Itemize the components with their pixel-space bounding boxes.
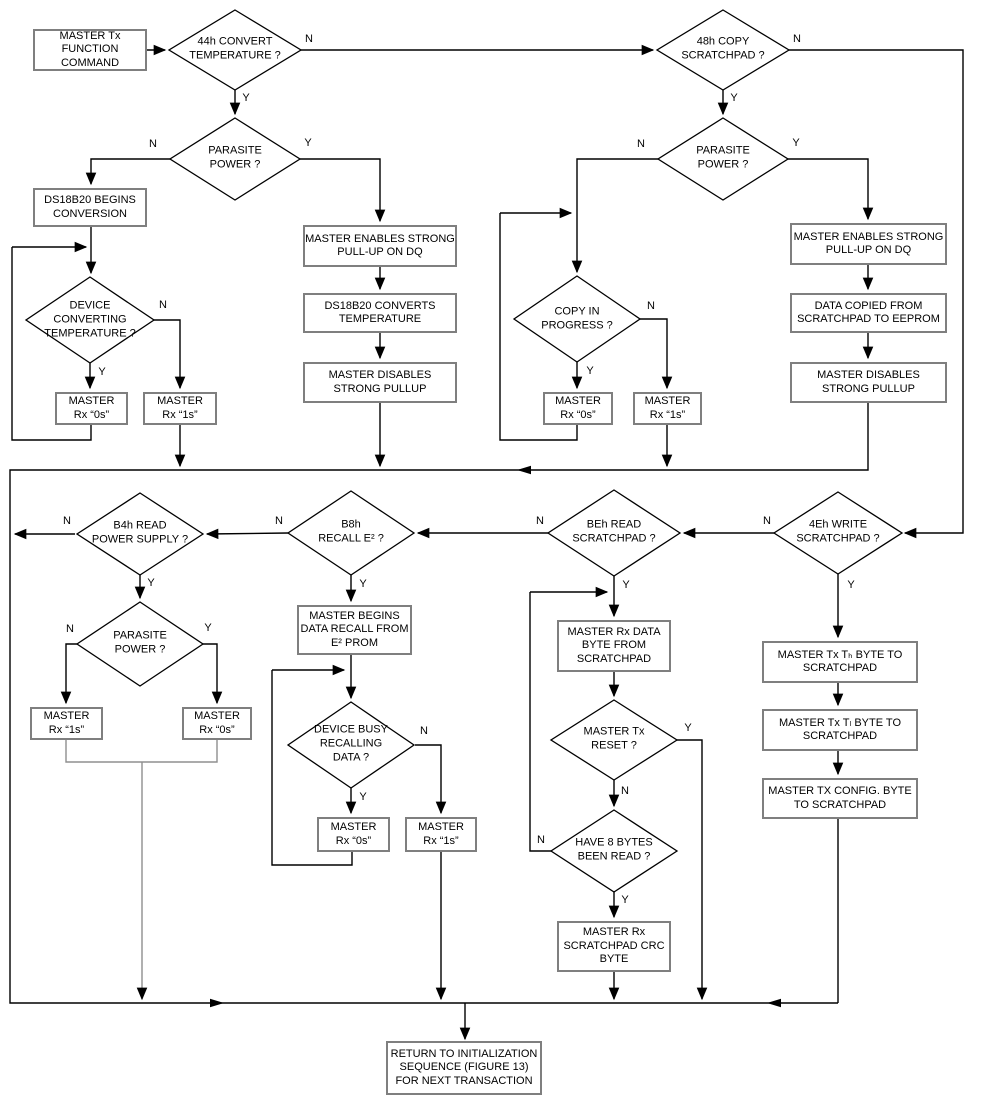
branch-label-yes: Y	[304, 137, 312, 149]
decision-label-read-scratchpad: BEh READ SCRATCHPAD ?	[572, 518, 656, 544]
box-return-to-init: RETURN TO INITIALIZATION SEQUENCE (FIGUR…	[386, 1041, 542, 1095]
branch-label-yes: Y	[204, 622, 212, 634]
diamond-recall-e2	[286, 490, 416, 576]
branch-label-yes: Y	[621, 894, 629, 906]
diamond-read-power-supply	[75, 492, 205, 576]
branch-label-yes: Y	[730, 92, 738, 104]
box-rx1-power: MASTER Rx “1s”	[30, 707, 103, 740]
decision-label-parasite-convert: PARASITE POWER ?	[208, 144, 262, 170]
branch-label-no: N	[305, 33, 313, 45]
decision-label-recall-e2: B8h RECALL E² ?	[318, 518, 384, 544]
branch-label-no: N	[66, 623, 74, 635]
branch-label-no: N	[637, 138, 645, 150]
branch-label-yes: Y	[98, 366, 106, 378]
diamond-copy-in-progress	[512, 275, 642, 363]
box-function-command: MASTER Tx FUNCTION COMMAND	[33, 29, 147, 71]
branch-label-no: N	[159, 299, 167, 311]
box-rx1-recall: MASTER Rx “1s”	[405, 817, 477, 852]
box-disables-pullup-convert: MASTER DISABLES STRONG PULLUP	[303, 362, 457, 403]
branch-label-no: N	[420, 725, 428, 737]
box-rx1-copy: MASTER Rx “1s”	[633, 392, 702, 425]
diamond-parasite-power-supply	[75, 601, 205, 687]
branch-label-yes: Y	[242, 92, 250, 104]
box-enables-pullup-convert: MASTER ENABLES STRONG PULL-UP ON DQ	[303, 225, 457, 267]
branch-label-yes: Y	[359, 578, 367, 590]
box-disables-pullup-copy: MASTER DISABLES STRONG PULLUP	[790, 362, 947, 403]
box-tx-config: MASTER TX CONFIG. BYTE TO SCRATCHPAD	[762, 778, 918, 819]
box-rx0-convert: MASTER Rx “0s”	[55, 392, 128, 425]
box-rx0-recall: MASTER Rx “0s”	[317, 817, 390, 852]
box-rx-crc: MASTER Rx SCRATCHPAD CRC BYTE	[557, 921, 671, 972]
box-rx0-power: MASTER Rx “0s”	[182, 707, 252, 740]
box-begins-conversion: DS18B20 BEGINS CONVERSION	[33, 188, 147, 227]
box-tx-th: MASTER Tx Tₕ BYTE TO SCRATCHPAD	[762, 641, 918, 683]
branch-label-yes: Y	[847, 579, 855, 591]
branch-label-yes: Y	[359, 791, 367, 803]
decision-label-convert: 44h CONVERT TEMPERATURE ?	[189, 35, 281, 61]
diamond-convert	[167, 9, 303, 91]
box-begins-recall: MASTER BEGINS DATA RECALL FROM E² PROM	[297, 605, 412, 655]
box-tx-tl: MASTER Tx Tₗ BYTE TO SCRATCHPAD	[762, 709, 918, 751]
branch-label-no: N	[275, 515, 283, 527]
decision-label-device-converting: DEVICE CONVERTING TEMPERATURE ?	[44, 299, 136, 339]
decision-diamonds	[24, 9, 904, 893]
branch-label-no: N	[537, 834, 545, 846]
branch-label-no: N	[793, 33, 801, 45]
branch-label-no: N	[621, 785, 629, 797]
box-data-copied: DATA COPIED FROM SCRATCHPAD TO EEPROM	[790, 293, 947, 333]
decision-label-have-8-bytes: HAVE 8 BYTES BEEN READ ?	[575, 836, 653, 862]
diamond-device-busy	[286, 701, 416, 789]
decision-label-read-power-supply: B4h READ POWER SUPPLY ?	[91, 519, 189, 545]
branch-label-yes: Y	[684, 722, 692, 734]
diamond-parasite-convert	[168, 117, 302, 201]
decision-label-copy-in-progress: COPY IN PROGRESS ?	[541, 305, 613, 331]
decision-label-copy: 48h COPY SCRATCHPAD ?	[681, 35, 765, 61]
bus-direction-arrows	[210, 465, 781, 1008]
box-enables-pullup-copy: MASTER ENABLES STRONG PULL-UP ON DQ	[790, 223, 947, 265]
merge-lines	[65, 740, 218, 1001]
branch-label-no: N	[149, 138, 157, 150]
branch-label-yes: Y	[586, 365, 594, 377]
branch-label-yes: Y	[622, 579, 630, 591]
box-rx-data-byte: MASTER Rx DATA BYTE FROM SCRATCHPAD	[557, 620, 671, 672]
diamond-copy	[655, 9, 791, 91]
diamond-read-scratchpad	[546, 489, 682, 577]
diamond-parasite-copy	[656, 117, 790, 201]
box-rx0-copy: MASTER Rx “0s”	[543, 392, 613, 425]
decision-label-parasite-power-supply: PARASITE POWER ?	[113, 629, 167, 655]
branch-label-yes: Y	[147, 577, 155, 589]
branch-label-no: N	[763, 515, 771, 527]
branch-label-no: N	[647, 300, 655, 312]
diamond-write-scratchpad	[772, 491, 904, 575]
box-rx1-convert: MASTER Rx “1s”	[143, 392, 217, 425]
diamond-master-tx-reset	[549, 699, 679, 781]
decision-label-device-busy: DEVICE BUSY RECALLING DATA ?	[314, 723, 388, 763]
box-converts-temperature: DS18B20 CONVERTS TEMPERATURE	[303, 293, 457, 333]
diamond-have-8-bytes	[549, 809, 679, 893]
branch-label-yes: Y	[792, 137, 800, 149]
decision-label-master-tx-reset: MASTER Tx RESET ?	[583, 725, 645, 751]
flow-arrows	[9, 44, 964, 1041]
decision-label-parasite-copy: PARASITE POWER ?	[696, 144, 750, 170]
diamond-device-converting	[24, 276, 156, 364]
branch-label-no: N	[536, 515, 544, 527]
branch-label-no: N	[63, 515, 71, 527]
decision-label-write-scratchpad: 4Eh WRITE SCRATCHPAD ?	[796, 518, 880, 544]
